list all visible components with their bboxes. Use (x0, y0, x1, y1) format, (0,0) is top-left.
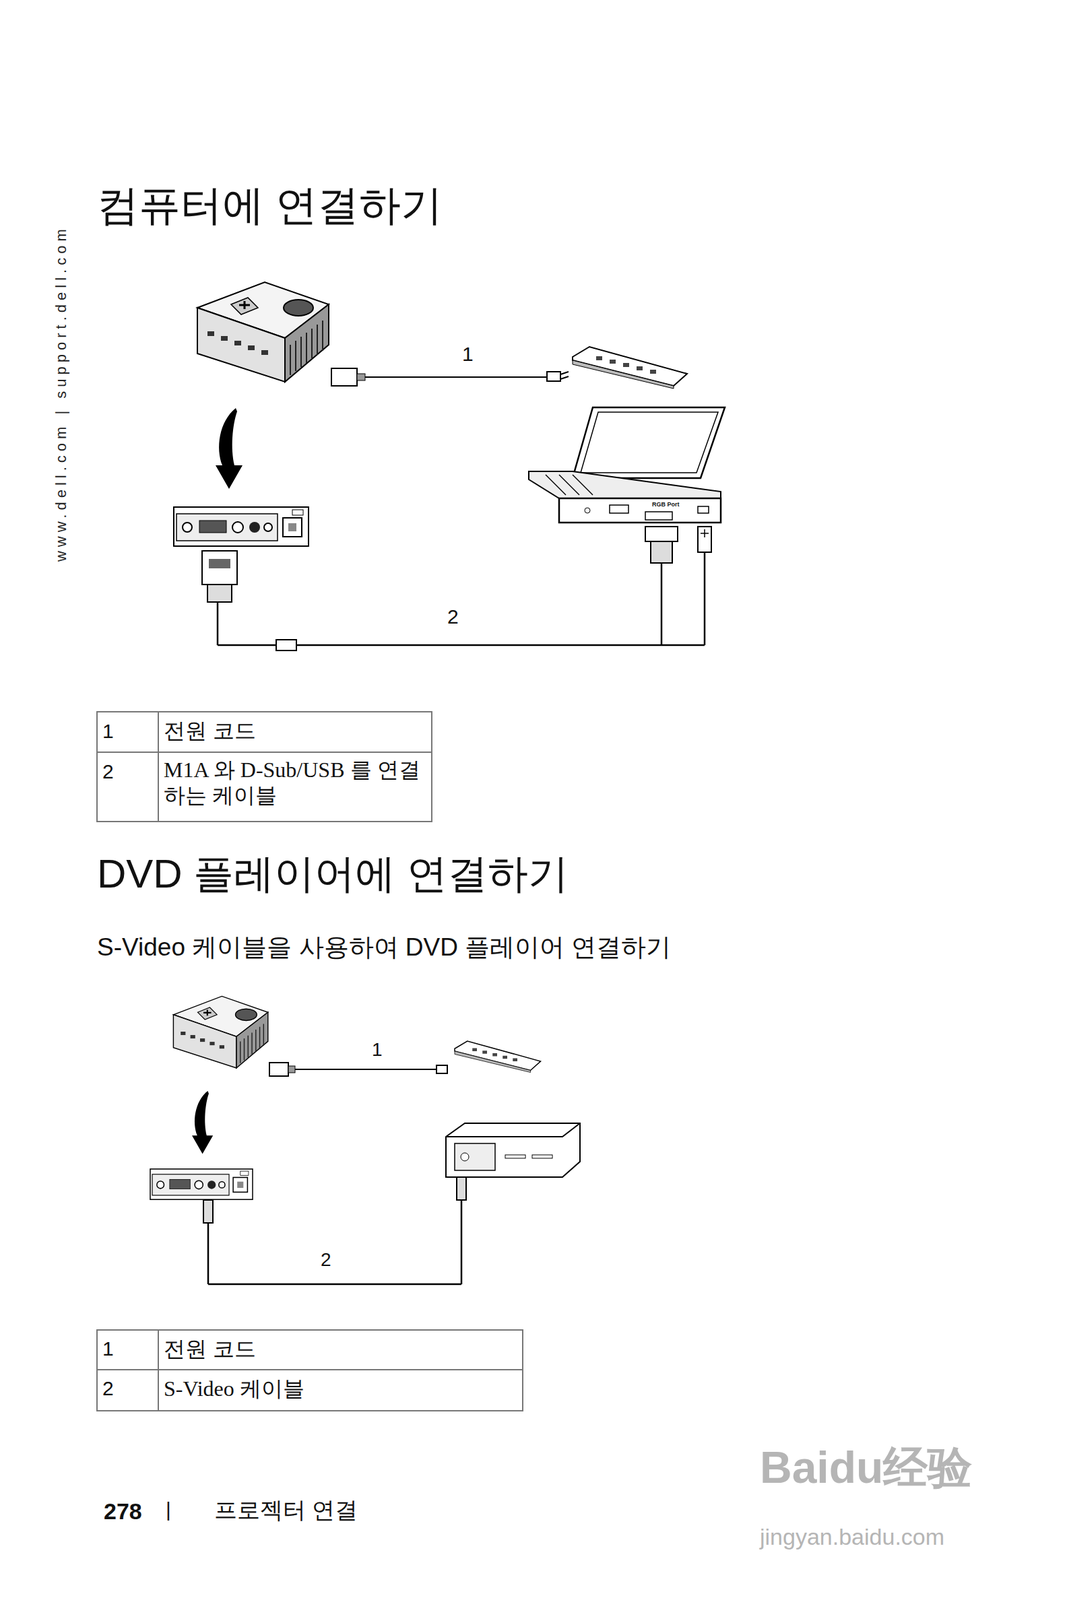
watermark: Baidu经验 (759, 1441, 973, 1495)
separator: | (165, 1498, 172, 1523)
callout-number: 2 (319, 1248, 333, 1272)
table-cell: 전원 코드 (163, 1336, 256, 1363)
page-number: 278 (103, 1498, 143, 1526)
subsection-heading: S-Video 케이블을 사용하여 DVD 플레이어 연결하기 (97, 932, 671, 963)
callout-number: 1 (370, 1038, 384, 1062)
table-cell: 1 (102, 1337, 114, 1362)
callout-number: 2 (445, 604, 461, 630)
section-heading: DVD 플레이어에 연결하기 (97, 850, 569, 899)
table-cell: 2 (102, 759, 114, 785)
table-cell: 2 (102, 1376, 114, 1402)
section-heading: 컴퓨터에 연결하기 (97, 180, 443, 231)
table-cell: S-Video 케이블 (163, 1376, 305, 1402)
table-cell: M1A 와 D-Sub/USB 를 연결하는 케이블 (163, 757, 424, 810)
watermark: jingyan.baidu.com (759, 1523, 945, 1552)
table-cell: 1 (102, 719, 114, 744)
footer-text: 프로젝터 연결 (214, 1496, 358, 1525)
callout-number: 1 (460, 342, 475, 367)
side-url: www.dell.com | support.dell.com (52, 224, 71, 562)
port-label: RGB Port (650, 501, 682, 509)
table-cell: 전원 코드 (163, 718, 256, 744)
